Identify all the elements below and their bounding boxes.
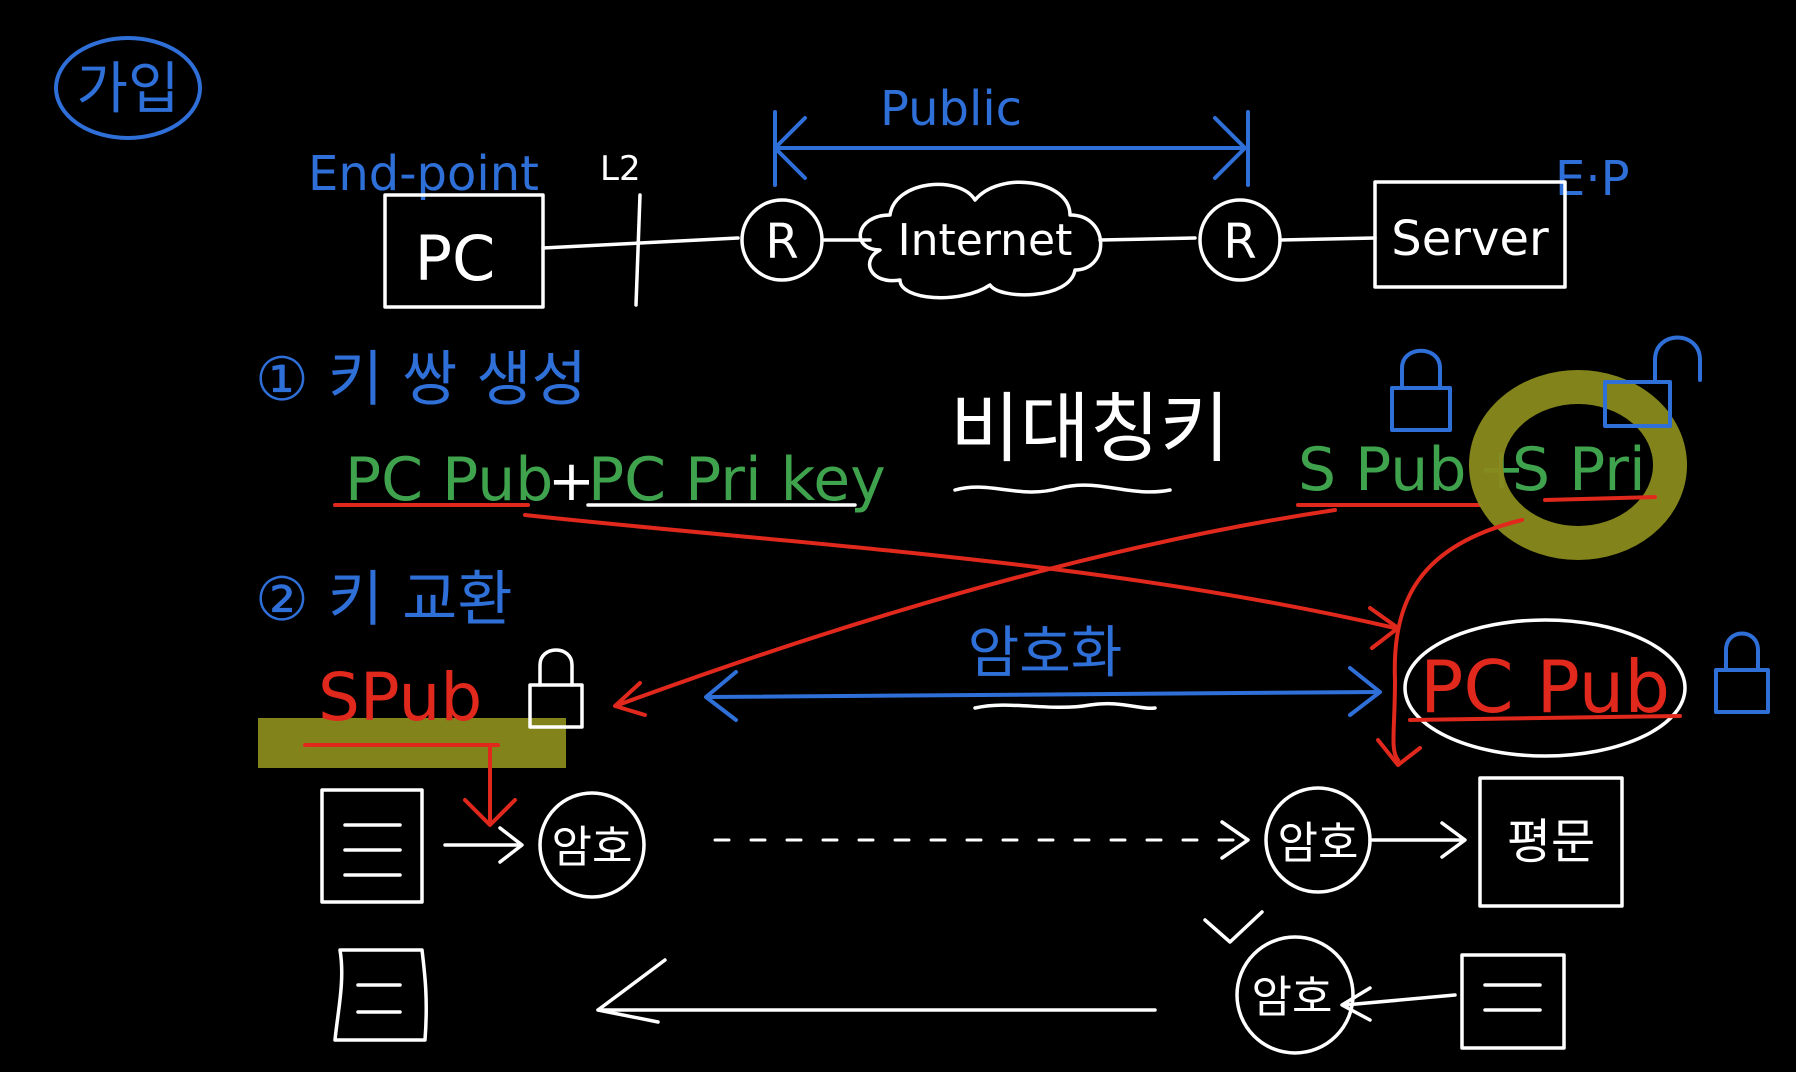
server-label: Server (1391, 211, 1549, 267)
network-topology: PC R Internet R Server (383, 180, 1567, 309)
step2-heading: ② 키 교환 (255, 565, 513, 635)
document-icon-server-reply (1460, 953, 1566, 1050)
lock-icon-server-pub (1390, 348, 1452, 432)
s-pub-key: S Pub (1298, 435, 1466, 505)
page-title: 가입 (76, 57, 179, 122)
encryption-channel-arrow (704, 666, 1382, 722)
asymmetric-underline (953, 483, 1172, 494)
public-span-arrow (773, 110, 1250, 187)
endpoint-label: End-point (308, 146, 539, 202)
s-pub-received: SPub (318, 659, 482, 736)
router-right-label: R (1223, 214, 1256, 270)
document-icon-pc-received (333, 948, 428, 1042)
cipher-bottom-label: 암호 (1252, 972, 1333, 1023)
l2-label: L2 (600, 149, 641, 189)
server-box (1373, 180, 1567, 289)
plus-sign-left: + (548, 449, 595, 514)
pc-label: PC (415, 222, 496, 295)
pc-pub-server-circle (1403, 618, 1687, 758)
internet-label: Internet (898, 215, 1073, 266)
document-icon-pc-plain (320, 788, 424, 904)
title-circle (54, 36, 202, 140)
internet-cloud (858, 180, 1103, 300)
pc-pub-transfer-arrow (523, 513, 1397, 630)
encryption-label: 암호화 (968, 621, 1123, 686)
l2-switch-mark (634, 193, 642, 307)
cipher-left-label: 암호 (552, 822, 633, 873)
s-pri-key: S Pri (1512, 435, 1646, 505)
step1-heading: ① 키 쌍 생성 (255, 345, 587, 415)
s-pub-transfer-arrow (616, 508, 1337, 707)
plaintext-label: 평문 (1507, 814, 1595, 870)
lock-icon-pc-pub (1714, 631, 1770, 714)
s-pri-highlight (1469, 370, 1687, 560)
plaintext-box (1478, 776, 1624, 908)
encryption-underline (973, 701, 1157, 711)
router-left-label: R (765, 214, 798, 270)
asymmetric-key-label: 비대칭키 (950, 384, 1230, 473)
cipher-left-circle (538, 791, 646, 899)
title-group: 가입 (54, 36, 202, 140)
public-label: Public (880, 81, 1022, 137)
cipher-bottom-circle (1235, 935, 1355, 1055)
unlock-icon-server-pri (1603, 335, 1702, 428)
ep-label: E·P (1555, 151, 1630, 207)
pc-box (383, 193, 545, 309)
lock-icon-s-pub (528, 648, 584, 729)
check-mark (1203, 910, 1264, 944)
cipher-right-label: 암호 (1278, 818, 1359, 869)
s-pri-usage-arrow (1391, 518, 1524, 762)
